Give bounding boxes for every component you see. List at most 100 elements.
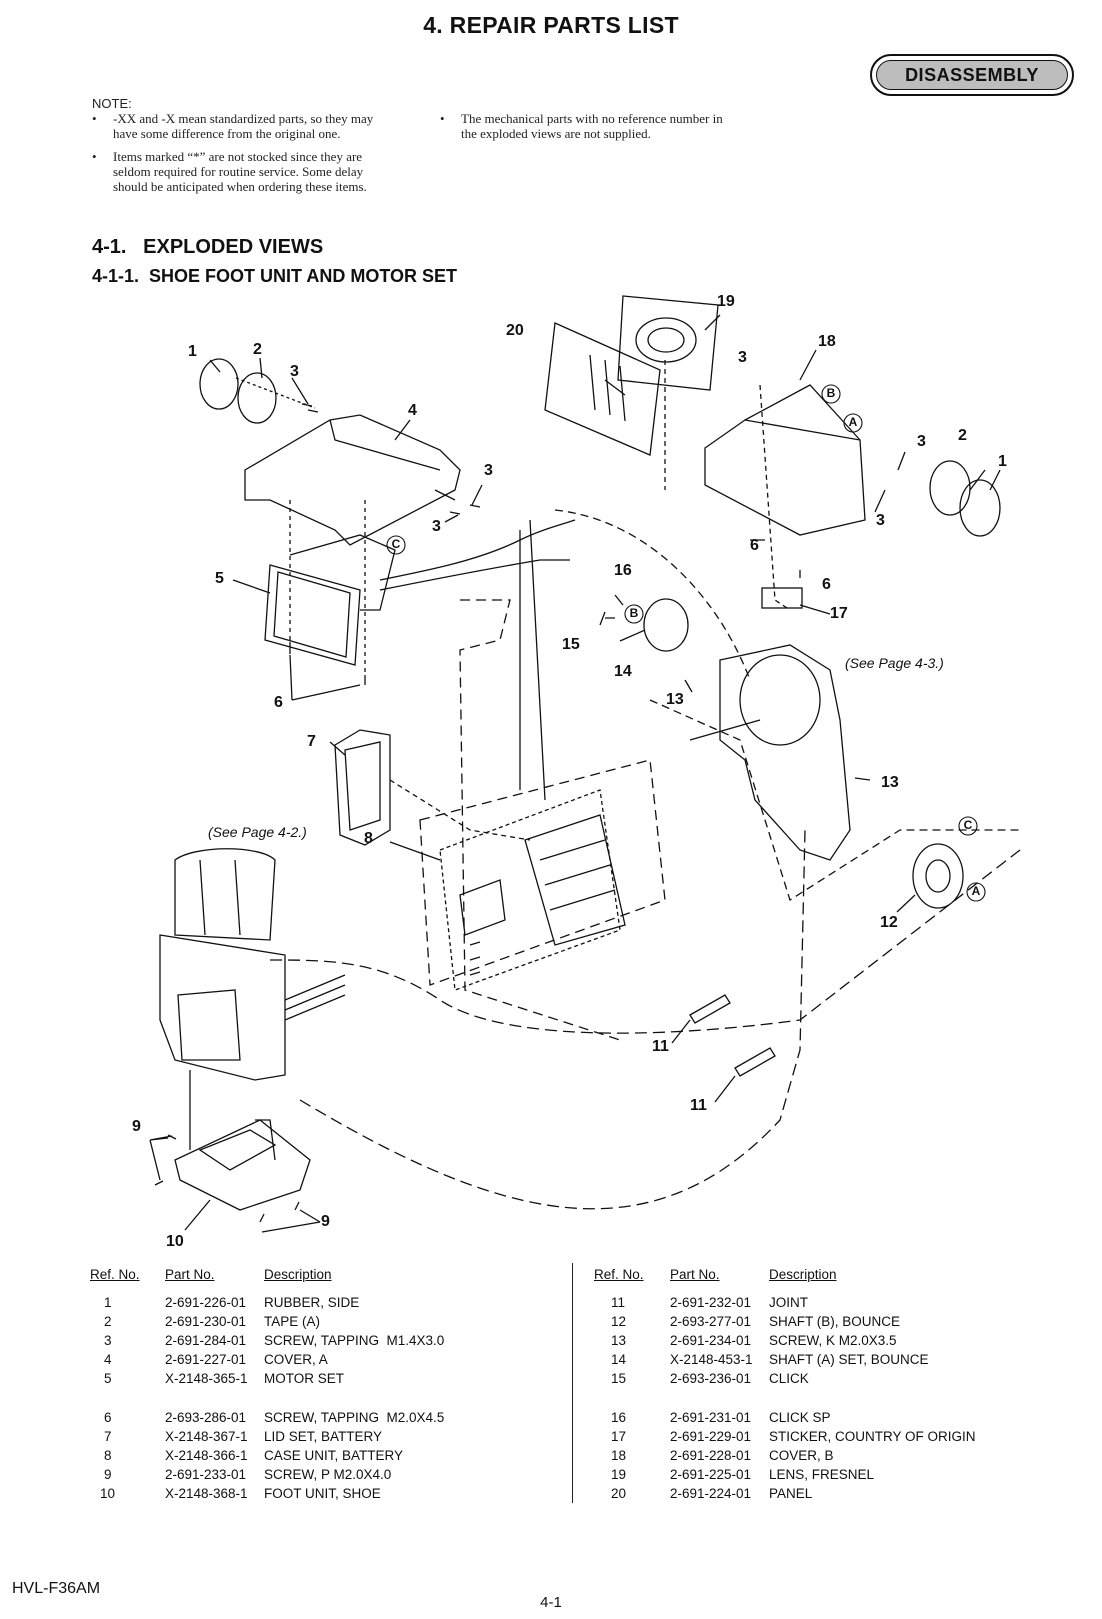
callout-number: 11 bbox=[652, 1038, 669, 1055]
ref-no: 13 bbox=[611, 1333, 627, 1348]
table-row: 15 2-693-236-01 CLICK bbox=[594, 1371, 1034, 1390]
ref-no: 8 bbox=[104, 1448, 112, 1463]
callout-number: 19 bbox=[717, 293, 735, 310]
ref-no: 18 bbox=[611, 1448, 627, 1463]
part-no: 2-691-232-01 bbox=[670, 1295, 752, 1310]
header-description: Description bbox=[264, 1267, 332, 1282]
page-number: 4-1 bbox=[540, 1594, 562, 1611]
callout-number: 3 bbox=[917, 433, 926, 450]
part-no: 2-691-234-01 bbox=[670, 1333, 752, 1348]
description: SHAFT (A) SET, BOUNCE bbox=[769, 1352, 929, 1367]
ref-no: 11 bbox=[611, 1295, 626, 1310]
description: SCREW, P M2.0X4.0 bbox=[264, 1467, 392, 1482]
callout-number: 15 bbox=[562, 636, 580, 653]
description: CLICK bbox=[769, 1371, 809, 1386]
marker-label: C bbox=[963, 818, 973, 832]
table-row: 13 2-691-234-01 SCREW, K M2.0X3.5 bbox=[594, 1333, 1034, 1352]
note-heading: NOTE: bbox=[92, 96, 132, 111]
marker-label: A bbox=[848, 415, 858, 429]
callout-number: 3 bbox=[738, 349, 747, 366]
header-ref-no: Ref. No. bbox=[594, 1267, 644, 1282]
note-item: • The mechanical parts with no reference… bbox=[440, 111, 785, 143]
description: TAPE (A) bbox=[264, 1314, 321, 1329]
part-no: 2-693-236-01 bbox=[670, 1371, 752, 1386]
callout-number: 3 bbox=[876, 512, 885, 529]
cover-a-part bbox=[244, 414, 461, 546]
note-item-text: Items marked “*” are not stocked since t… bbox=[113, 149, 367, 194]
marker-label: B bbox=[826, 386, 836, 400]
page-title: 4. REPAIR PARTS LIST bbox=[423, 12, 679, 38]
callout-number: 3 bbox=[484, 462, 493, 479]
see-page-reference: (See Page 4-3.) bbox=[845, 655, 944, 671]
note-line: should be anticipated when ordering thes… bbox=[113, 179, 367, 194]
callout-number: 6 bbox=[750, 537, 759, 554]
callout-number: 9 bbox=[132, 1118, 141, 1135]
part-no: 2-693-286-01 bbox=[165, 1410, 247, 1425]
callout-number: 13 bbox=[881, 774, 899, 791]
callout-number: 1 bbox=[188, 343, 197, 360]
see-page-reference: (See Page 4-2.) bbox=[208, 824, 307, 840]
marker-label: C bbox=[391, 537, 401, 551]
description: SCREW, TAPPING M2.0X4.5 bbox=[264, 1410, 445, 1425]
callout-number: 13 bbox=[666, 691, 684, 708]
part-no: 2-691-284-01 bbox=[165, 1333, 247, 1348]
header-ref-no: Ref. No. bbox=[90, 1267, 140, 1282]
ref-no: 20 bbox=[611, 1486, 627, 1501]
description: COVER, B bbox=[769, 1448, 834, 1463]
ref-no: 15 bbox=[611, 1371, 627, 1386]
panel-part bbox=[544, 322, 661, 456]
battery-body-part bbox=[159, 934, 286, 1081]
part-no: X-2148-368-1 bbox=[165, 1486, 248, 1501]
rubber-side-part bbox=[199, 358, 239, 410]
note-item: • -XX and -X mean standardized parts, so… bbox=[92, 111, 432, 143]
joint-part bbox=[689, 994, 731, 1024]
callout-number: 18 bbox=[818, 333, 836, 350]
part-no: X-2148-365-1 bbox=[165, 1371, 248, 1386]
lid-set-battery-part bbox=[334, 729, 391, 846]
part-no: 2-691-230-01 bbox=[165, 1314, 247, 1329]
part-no: 2-691-233-01 bbox=[165, 1467, 247, 1482]
ref-no: 5 bbox=[104, 1371, 112, 1386]
ref-no: 10 bbox=[100, 1486, 116, 1501]
description: SCREW, K M2.0X3.5 bbox=[769, 1333, 897, 1348]
ref-no: 4 bbox=[104, 1352, 112, 1367]
callout-number: 4 bbox=[408, 402, 417, 419]
cover-b-part bbox=[704, 419, 866, 536]
battery-case-outline bbox=[419, 759, 666, 986]
table-row: 8 X-2148-366-1 CASE UNIT, BATTERY bbox=[90, 1448, 550, 1467]
part-no: 2-691-229-01 bbox=[670, 1429, 752, 1444]
description: RUBBER, SIDE bbox=[264, 1295, 360, 1310]
part-no: 2-693-277-01 bbox=[670, 1314, 752, 1329]
disassembly-button-label: DISASSEMBLY bbox=[876, 60, 1068, 90]
disassembly-button[interactable]: DISASSEMBLY bbox=[870, 54, 1074, 96]
tape-a-part bbox=[237, 372, 277, 424]
table-row: 11 2-691-232-01 JOINT bbox=[594, 1295, 1034, 1314]
ref-no: 6 bbox=[104, 1410, 112, 1425]
callout-number: 14 bbox=[614, 663, 632, 680]
description: JOINT bbox=[769, 1295, 808, 1310]
description: CLICK SP bbox=[769, 1410, 831, 1425]
flash-head-part bbox=[174, 848, 276, 941]
callout-number: 2 bbox=[253, 341, 262, 358]
header-description: Description bbox=[769, 1267, 837, 1282]
ref-no: 16 bbox=[611, 1410, 627, 1425]
description: PANEL bbox=[769, 1486, 813, 1501]
note-item: • Items marked “*” are not stocked since… bbox=[92, 149, 432, 197]
marker-label: B bbox=[629, 606, 639, 620]
section-title: 4-1. EXPLODED VIEWS bbox=[92, 236, 324, 258]
marker-label: A bbox=[971, 884, 981, 898]
note-line: -XX and -X mean standardized parts, so t… bbox=[113, 111, 374, 126]
part-no: X-2148-366-1 bbox=[165, 1448, 248, 1463]
lens-fresnel-part bbox=[617, 295, 719, 391]
description: CASE UNIT, BATTERY bbox=[264, 1448, 404, 1463]
